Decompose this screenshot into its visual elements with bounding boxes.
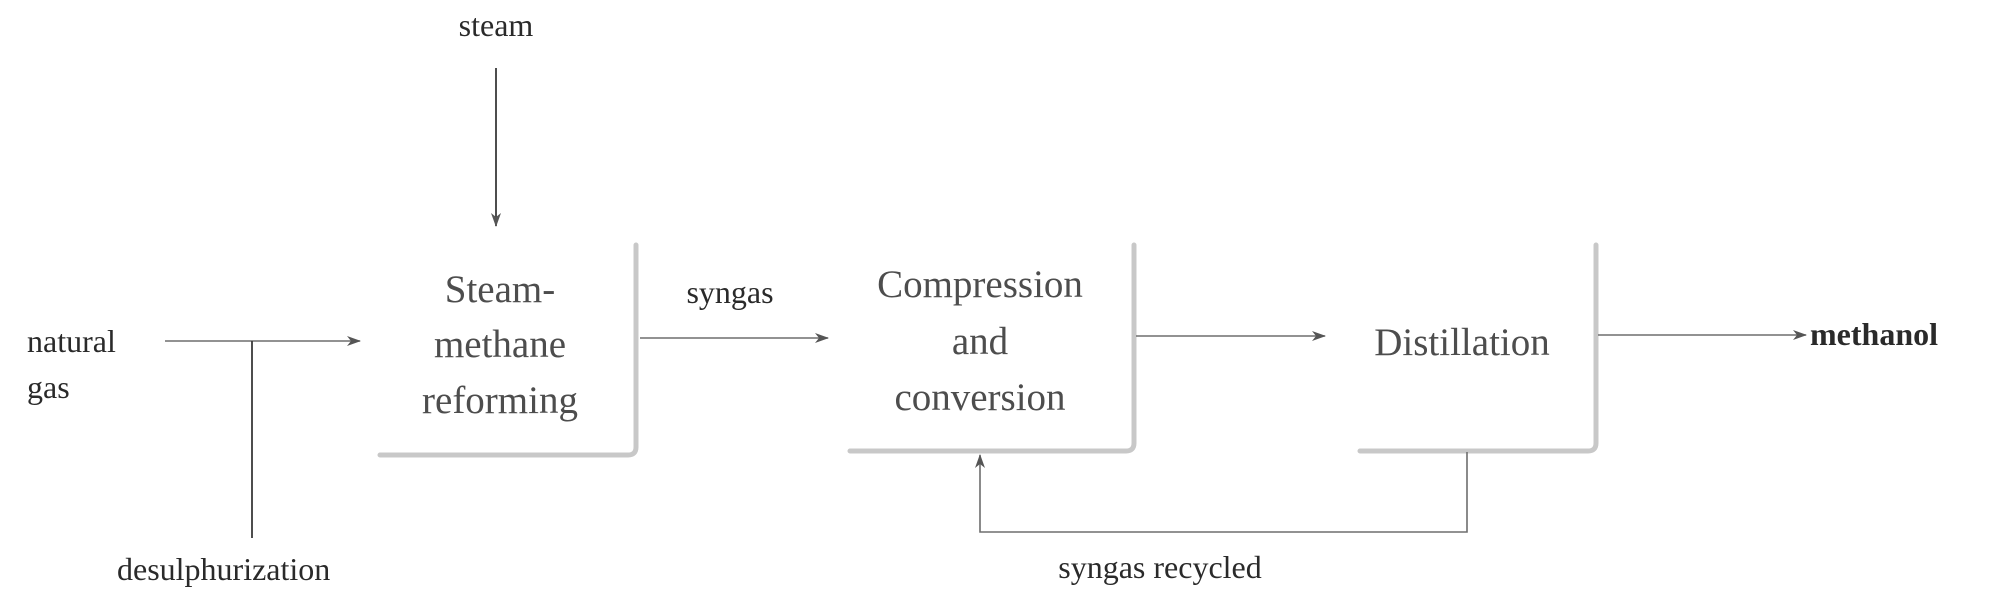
natural-gas-label-line1: natural [27, 323, 116, 359]
compression-box-shadow [847, 242, 1137, 454]
desulphurization-label: desulphurization [117, 551, 330, 587]
reforming-label-line3: reforming [422, 379, 578, 422]
syngas-label: syngas [686, 274, 773, 310]
compression-box: Compression and conversion [847, 242, 1137, 454]
reforming-box: Steam- methane reforming [377, 242, 639, 458]
compression-label-line3: conversion [894, 376, 1065, 419]
syngas-recycled-label: syngas recycled [1058, 549, 1261, 585]
methanol-label: methanol [1810, 316, 1938, 352]
syngas-recycle-arrow [975, 452, 1468, 533]
distillation-label: Distillation [1374, 321, 1550, 364]
reforming-box-shadow [377, 242, 639, 458]
reforming-label-line2: methane [434, 323, 566, 366]
reforming-label-line1: Steam- [445, 268, 555, 311]
distillation-box: Distillation [1357, 242, 1599, 454]
steam-label: steam [459, 7, 534, 43]
compression-label-line2: and [952, 320, 1009, 363]
natural-gas-label-line2: gas [27, 369, 70, 405]
distillation-box-shadow [1357, 242, 1599, 454]
compression-label-line1: Compression [877, 263, 1083, 306]
